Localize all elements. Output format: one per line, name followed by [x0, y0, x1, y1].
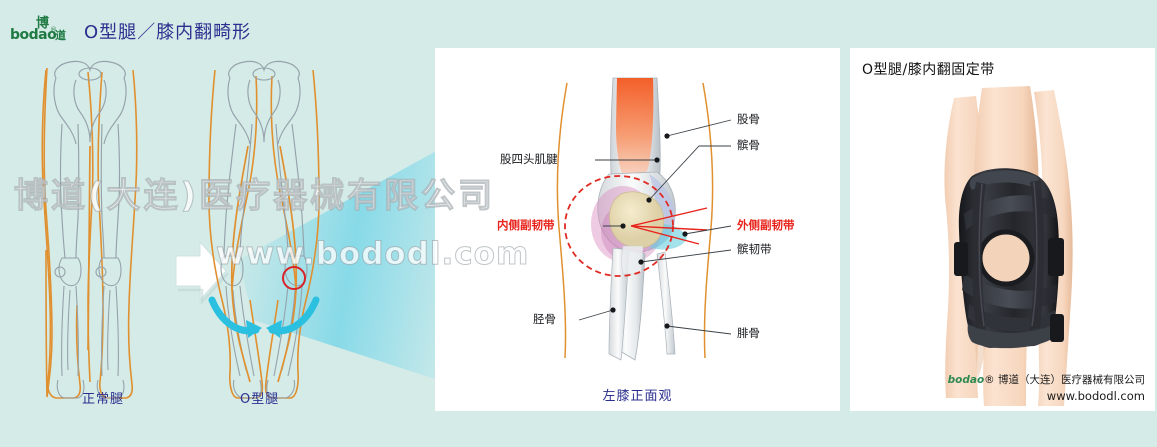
product-title: O型腿/膝内翻固定带 — [862, 62, 995, 78]
page-title: O型腿／膝内翻畸形 — [84, 22, 252, 43]
correction-arrow-left-icon — [208, 296, 262, 338]
product-footer-company: bodao® 博道（大连）医疗器械有限公司 — [948, 372, 1145, 387]
product-photo-knee-brace — [944, 86, 1073, 406]
deformity-marker-circle — [282, 266, 306, 290]
logo-registered-mark: ® — [50, 26, 57, 34]
o-shaped-leg-figure — [208, 60, 320, 399]
leg-comparison-section: 正常腿 O型腿 — [0, 50, 438, 447]
knee-anatomy-illustration — [556, 77, 732, 361]
normal-leg-figure — [41, 60, 138, 399]
footer-registered-mark: ® — [984, 374, 995, 386]
correction-arrow-right-icon — [266, 296, 320, 338]
patella-shape — [609, 191, 665, 249]
leg-comparison-illustration — [41, 60, 320, 399]
footer-brand-text: bodao — [947, 374, 985, 386]
knee-view-caption: 左膝正面观 — [602, 389, 673, 404]
bodao-logo: 博 bodao ® 道 — [8, 10, 76, 44]
normal-leg-caption: 正常腿 — [82, 392, 125, 407]
o-leg-caption: O型腿 — [240, 392, 280, 407]
product-footer-url: www.bododl.com — [1046, 389, 1145, 403]
knee-anatomy-panel: 股四头肌腱 内侧副韧带 胫骨 股骨 髌骨 外侧副韧带 髌韧带 腓骨 左膝正面观 — [435, 48, 840, 411]
product-panel: O型腿/膝内翻固定带 — [850, 48, 1155, 411]
label-lateral-collateral-ligament: 外侧副韧带 — [737, 218, 795, 232]
label-femur: 股骨 — [737, 112, 760, 126]
label-tibia: 胫骨 — [533, 312, 556, 326]
label-patellar-ligament: 髌韧带 — [737, 242, 772, 256]
knee-brace-shape — [954, 168, 1064, 349]
label-medial-collateral-ligament: 内侧副韧带 — [497, 218, 555, 232]
transition-arrow-icon — [175, 240, 229, 306]
logo-cjk-side: 道 — [55, 29, 66, 42]
label-quadriceps-tendon: 股四头肌腱 — [500, 152, 558, 166]
medial-highlight-ellipse — [564, 175, 674, 277]
footer-company-name: 博道（大连）医疗器械有限公司 — [998, 374, 1145, 386]
logo-cjk-top: 博 — [36, 16, 50, 31]
label-fibula: 腓骨 — [737, 326, 760, 340]
label-patella: 髌骨 — [737, 138, 760, 152]
logo-wordmark: bodao — [10, 27, 57, 43]
